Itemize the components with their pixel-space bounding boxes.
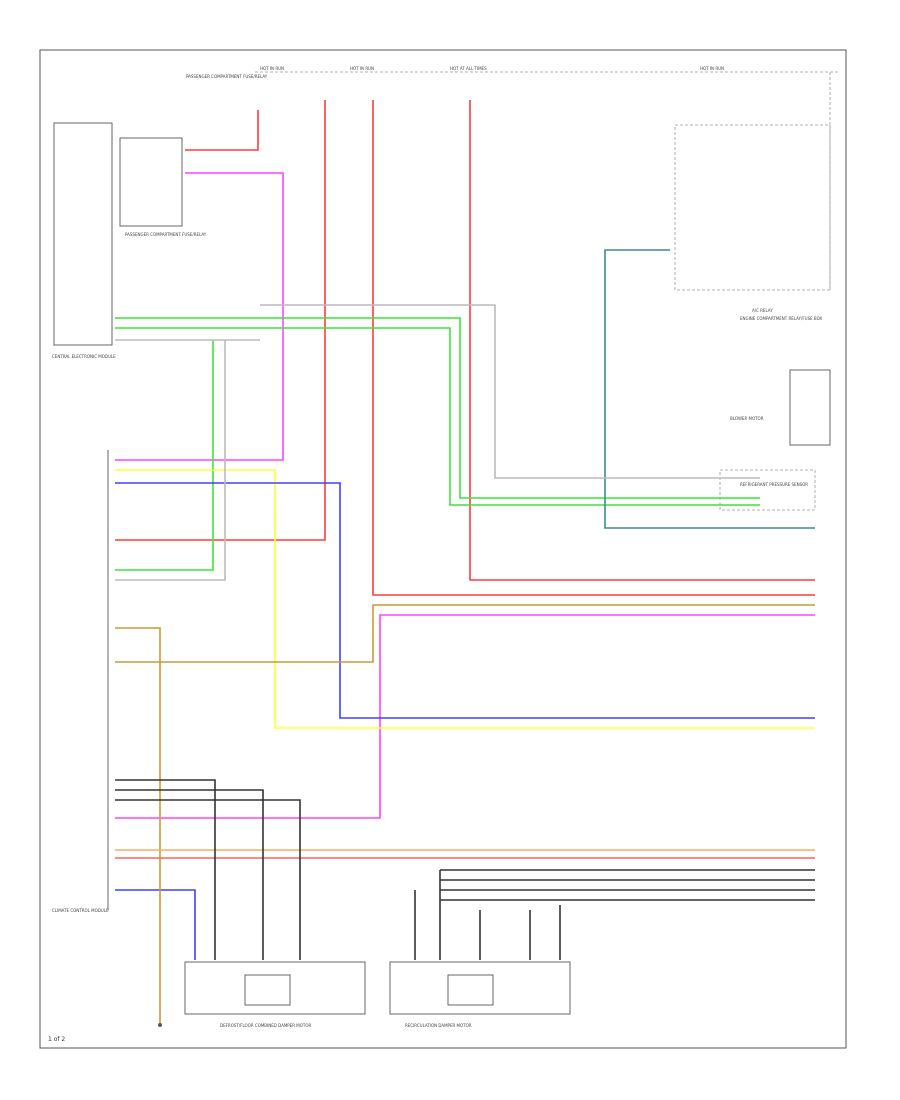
- right-motor: [447, 974, 494, 1006]
- sensor-block: [719, 469, 816, 511]
- engine-relay-box: [674, 124, 831, 291]
- page-number: 1 of 2: [48, 1036, 66, 1043]
- switch-unit-caption: PASSENGER COMPARTMENT FUSE/RELAY: [125, 232, 207, 237]
- engine-relay-label: ENGINE COMPARTMENT RELAY/FUSE BOX: [740, 316, 822, 321]
- power-feeds: PASSENGER COMPARTMENT FUSE/RELAY HOT IN …: [186, 66, 840, 290]
- sensor-label: REFRIGERANT PRESSURE SENSOR: [740, 482, 808, 487]
- switch-unit-box: [119, 137, 183, 227]
- hot-label-3: HOT AT ALL TIMES: [450, 66, 487, 71]
- right-actuator-label: RECIRCULATION DAMPER MOTOR: [405, 1023, 472, 1028]
- hot-label-1: HOT IN RUN: [260, 66, 284, 71]
- left-actuator-label: DEFROST/FLOOR COMBINED DAMPER MOTOR: [220, 1023, 311, 1028]
- central-electronic-module: [53, 122, 113, 346]
- left-motor: [244, 974, 291, 1006]
- ac-relay-label: A/C RELAY: [752, 308, 773, 313]
- blower-label: BLOWER MOTOR: [730, 416, 764, 421]
- central-module-label: CENTRAL ELECTRONIC MODULE: [52, 354, 116, 359]
- hot-label-2: HOT IN RUN: [350, 66, 374, 71]
- switch-unit-label: PASSENGER COMPARTMENT FUSE/RELAY: [186, 74, 268, 79]
- blower-motor-box: [789, 369, 831, 446]
- hot-label-4: HOT IN RUN: [700, 66, 724, 71]
- ground-symbol: [158, 1023, 162, 1027]
- climate-control-label: CLIMATE CONTROL MODULE: [52, 908, 109, 913]
- wires: [115, 100, 815, 1025]
- diagram-frame: [39, 49, 847, 1049]
